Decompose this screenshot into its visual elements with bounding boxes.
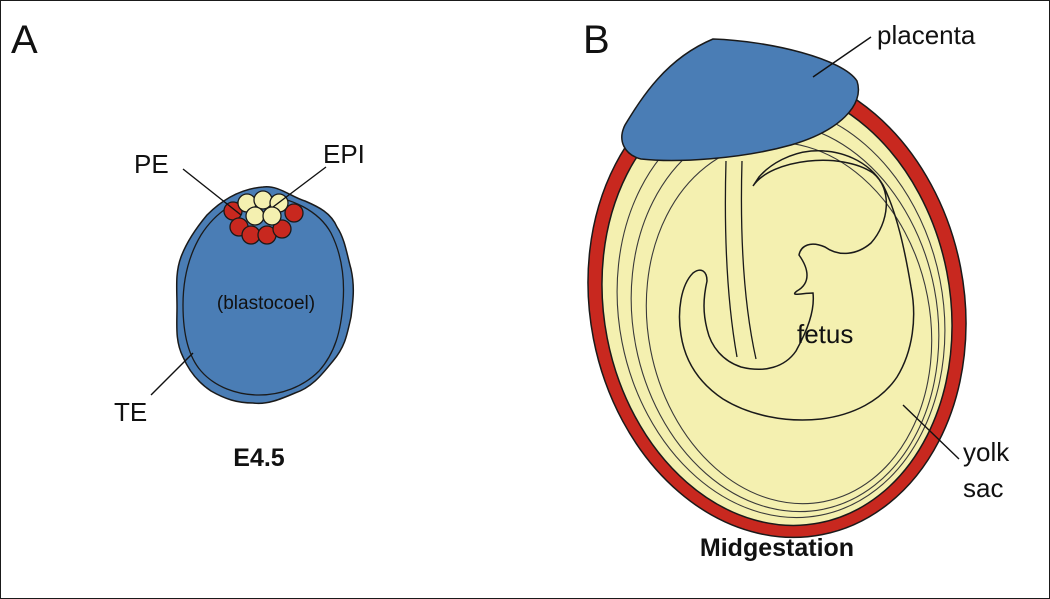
fetus-outline [678, 150, 915, 421]
cord-line [724, 160, 738, 358]
pe-leader-line [182, 168, 242, 216]
epi-cell [253, 190, 273, 210]
pe-cell [272, 219, 292, 239]
panel-a-caption: E4.5 [233, 444, 285, 472]
pe-label: PE [134, 149, 169, 179]
pe-cell [241, 225, 261, 245]
cord-line [740, 160, 757, 360]
epi-leader-line [272, 166, 327, 208]
placenta-label: placenta [877, 20, 976, 50]
umbilical-cord [724, 160, 757, 360]
primitive-endoderm-cells [223, 201, 304, 245]
blastocyst-inner-membrane [182, 195, 345, 396]
panel-a-letter: A [11, 18, 38, 62]
yolk-sac-leader-line [902, 404, 960, 460]
epi-label: EPI [323, 139, 365, 169]
epiblast-cells [237, 190, 289, 226]
fetus-label: fetus [797, 319, 853, 349]
pe-cell [284, 203, 304, 223]
epi-cell [262, 206, 282, 226]
panel-b: B placenta fetus yolk sac Midgestation [583, 18, 1010, 562]
panel-b-caption: Midgestation [700, 534, 854, 562]
yolk-sac-label-line2: sac [963, 473, 1003, 503]
te-label: TE [114, 397, 147, 427]
epi-cell [245, 206, 265, 226]
placenta [621, 38, 860, 162]
blastocyst-trophectoderm [175, 186, 355, 405]
te-leader-line [150, 352, 194, 396]
yolk-sac-label-line1: yolk [963, 437, 1010, 467]
panel-b-letter: B [583, 18, 610, 62]
placenta-leader-line [812, 36, 872, 78]
blastocoel-label: (blastocoel) [217, 293, 315, 314]
panel-a: A PE EPI TE (blastocoel) E4. [11, 18, 365, 472]
